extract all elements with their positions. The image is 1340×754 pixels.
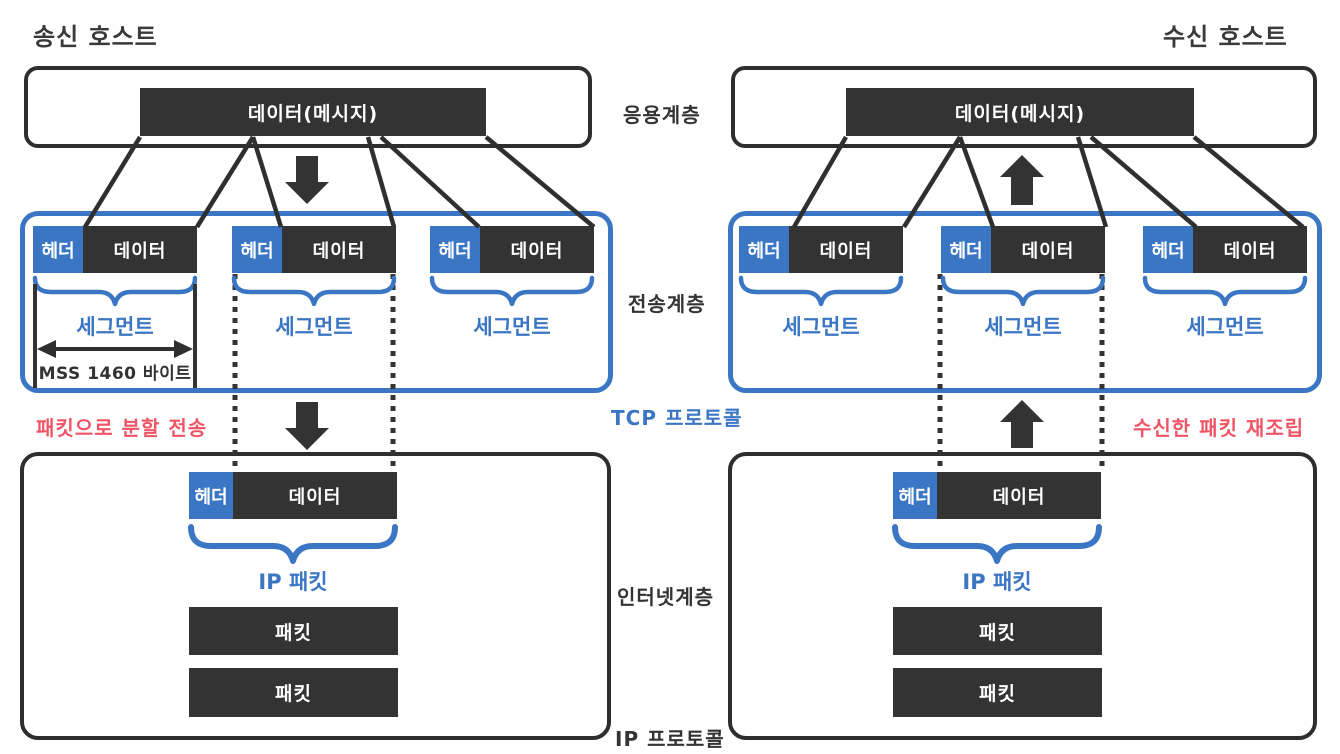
receiver-host-title: 수신 호스트 [1163, 23, 1288, 51]
sender-segment-2: 헤더 데이터 [232, 226, 396, 273]
sender-message-bar: 데이터(메시지) [140, 88, 486, 136]
ip-data-cell: 데이터 [937, 472, 1101, 519]
segment-label: 세그먼트 [1186, 315, 1264, 339]
receiver-packet-bar-2: 패킷 [893, 668, 1102, 717]
split-transfer-note: 패킷으로 분할 전송 [36, 416, 208, 440]
segment-label: 세그먼트 [275, 315, 353, 339]
segment-label: 세그먼트 [984, 315, 1062, 339]
segment-header-cell: 헤더 [941, 226, 991, 273]
ip-packet-label: IP 패킷 [962, 570, 1032, 594]
segment-data-cell: 데이터 [480, 226, 594, 273]
segment-data-cell: 데이터 [789, 226, 903, 273]
receiver-ip-packet-bar: 헤더 데이터 [893, 472, 1101, 519]
down-arrow-icon [285, 156, 329, 204]
segment-data-cell: 데이터 [83, 226, 197, 273]
sender-ip-packet-bar: 헤더 데이터 [189, 472, 397, 519]
ip-header-cell: 헤더 [893, 472, 937, 519]
segment-data-cell: 데이터 [282, 226, 396, 273]
up-arrow-icon [1000, 155, 1044, 205]
segment-header-cell: 헤더 [232, 226, 282, 273]
ip-header-cell: 헤더 [189, 472, 233, 519]
sender-packet-bar-2: 패킷 [189, 668, 398, 717]
receiver-segment-1: 헤더 데이터 [739, 226, 903, 273]
segment-header-cell: 헤더 [1143, 226, 1193, 273]
segment-header-cell: 헤더 [739, 226, 789, 273]
segment-header-cell: 헤더 [430, 226, 480, 273]
sender-segment-3: 헤더 데이터 [430, 226, 594, 273]
receiver-message-bar: 데이터(메시지) [846, 88, 1194, 136]
segment-data-cell: 데이터 [1193, 226, 1307, 273]
segment-label: 세그먼트 [76, 315, 154, 339]
tcp-protocol-label: TCP 프로토콜 [611, 406, 743, 430]
internet-layer-label: 인터넷계층 [617, 585, 714, 609]
transport-layer-label: 전송계층 [628, 292, 706, 316]
ip-packet-label: IP 패킷 [258, 570, 328, 594]
segment-label: 세그먼트 [473, 315, 551, 339]
up-arrow-icon [1000, 400, 1044, 448]
application-layer-label: 응용계층 [623, 103, 701, 127]
reassembly-note: 수신한 패킷 재조립 [1133, 416, 1305, 440]
mss-size-label: MSS 1460 바이트 [38, 364, 192, 384]
down-arrow-icon [285, 402, 329, 450]
sender-segment-1: 헤더 데이터 [33, 226, 197, 273]
ip-protocol-label: IP 프로토콜 [615, 727, 725, 751]
segment-header-cell: 헤더 [33, 226, 83, 273]
receiver-segment-2: 헤더 데이터 [941, 226, 1105, 273]
segment-label: 세그먼트 [782, 315, 860, 339]
receiver-segment-3: 헤더 데이터 [1143, 226, 1307, 273]
ip-data-cell: 데이터 [233, 472, 397, 519]
sender-host-title: 송신 호스트 [33, 23, 158, 51]
receiver-packet-bar-1: 패킷 [893, 607, 1102, 655]
segment-data-cell: 데이터 [991, 226, 1105, 273]
sender-packet-bar-1: 패킷 [189, 607, 398, 655]
